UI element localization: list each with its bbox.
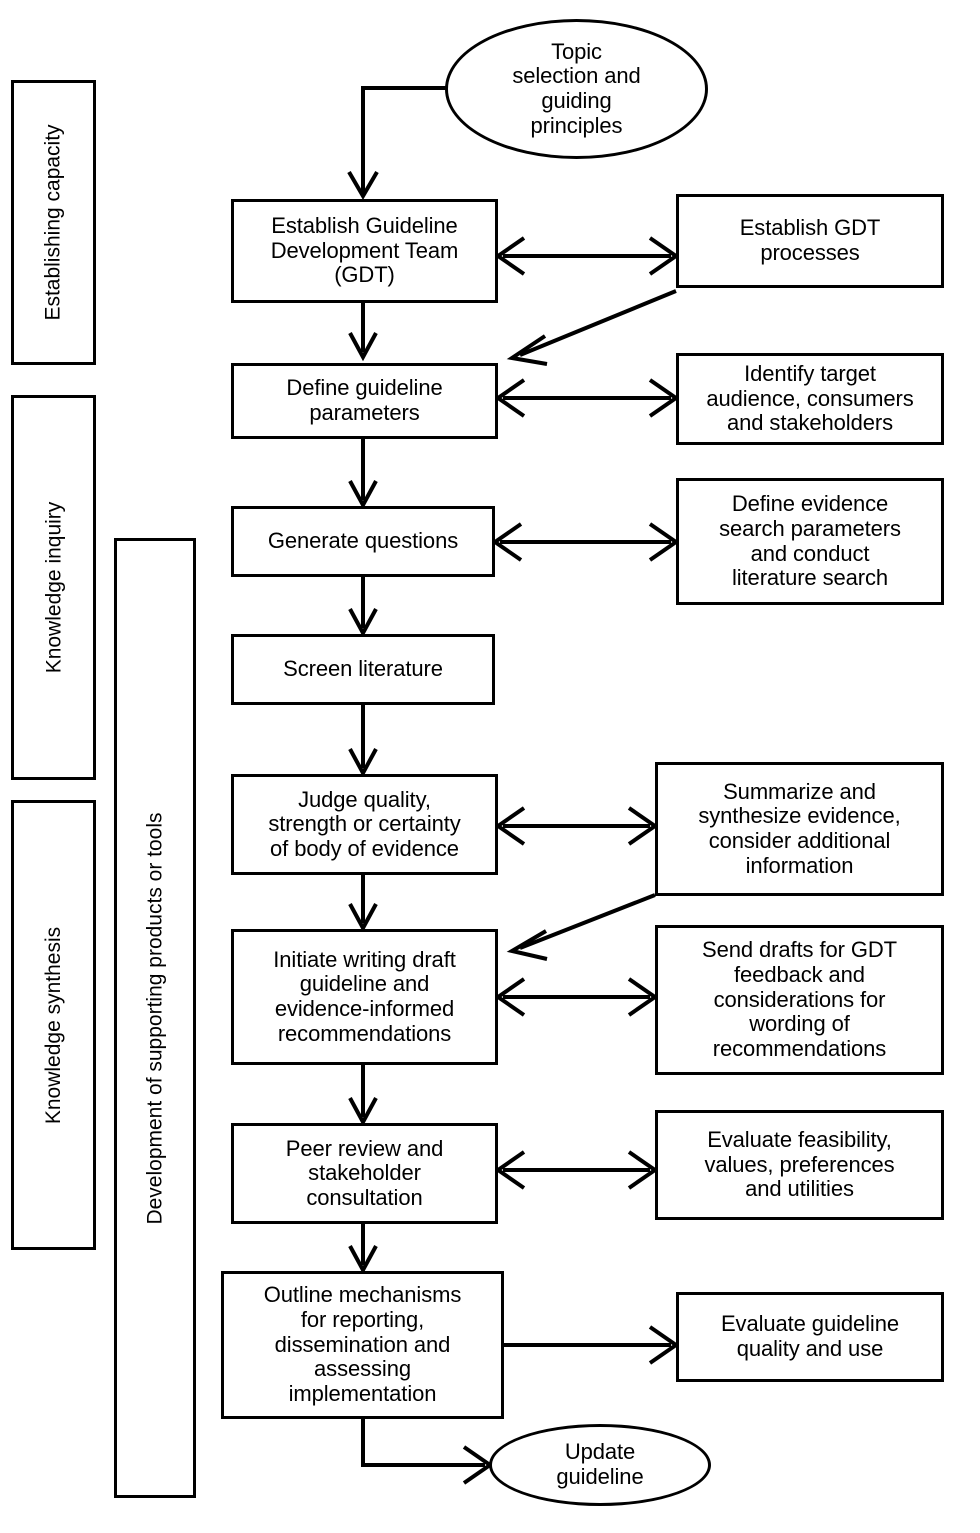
node-judge-quality[interactable]: Judge quality, strength or certainty of …	[231, 774, 498, 875]
node-define-search-label: Define evidence search parameters and co…	[719, 491, 901, 591]
phase-band-establishing-capacity: Establishing capacity	[11, 80, 96, 365]
connector-outline-to-update	[361, 1419, 494, 1485]
phase-band-knowledge-synthesis: Knowledge synthesis	[11, 800, 96, 1250]
node-outline-mechanisms[interactable]: Outline mechanisms for reporting, dissem…	[221, 1271, 504, 1419]
node-define-parameters-label: Define guideline parameters	[286, 375, 443, 425]
connector-judge-to-initiate	[348, 875, 378, 933]
node-evaluate-feasibility-label: Evaluate feasibility, values, preference…	[704, 1127, 895, 1202]
node-define-search[interactable]: Define evidence search parameters and co…	[676, 478, 944, 605]
connector-define-to-generate	[348, 439, 378, 510]
connector-peer-to-feasibility	[494, 1150, 659, 1190]
phase-label-establishing-capacity: Establishing capacity	[42, 124, 66, 321]
node-initiate-writing-label: Initiate writing draft guideline and evi…	[273, 946, 456, 1046]
node-update-guideline[interactable]: Update guideline	[489, 1424, 711, 1506]
connector-generate-to-search	[491, 522, 680, 562]
connector-judge-to-summarize	[494, 806, 659, 846]
node-send-drafts[interactable]: Send drafts for GDT feedback and conside…	[655, 925, 944, 1075]
connector-gdt-to-processes	[494, 236, 680, 276]
connector-initiate-to-peer	[348, 1065, 378, 1127]
node-establish-gdt-label: Establish Guideline Development Team (GD…	[270, 213, 459, 288]
connector-processes-to-define	[506, 289, 677, 366]
connector-summarize-to-initiate	[506, 893, 656, 961]
node-establish-gdt[interactable]: Establish Guideline Development Team (GD…	[231, 199, 498, 303]
connector-screen-to-judge	[348, 705, 378, 778]
connector-peer-to-outline	[348, 1224, 378, 1275]
node-screen-literature[interactable]: Screen literature	[231, 634, 495, 705]
connector-outline-to-evaluate	[503, 1325, 680, 1365]
node-identify-audience-label: Identify target audience, consumers and …	[706, 361, 914, 436]
node-summarize-evidence[interactable]: Summarize and synthesize evidence, consi…	[655, 762, 944, 896]
node-send-drafts-label: Send drafts for GDT feedback and conside…	[702, 937, 897, 1061]
connector-topic-to-establish-gdt	[347, 86, 449, 200]
node-summarize-evidence-label: Summarize and synthesize evidence, consi…	[698, 778, 901, 878]
connector-define-to-audience	[494, 378, 680, 418]
phase-label-supporting-products: Development of supporting products or to…	[143, 811, 167, 1225]
connector-initiate-to-drafts	[494, 977, 659, 1017]
phase-band-knowledge-inquiry: Knowledge inquiry	[11, 395, 96, 780]
node-screen-literature-label: Screen literature	[283, 656, 443, 682]
node-establish-gdt-processes-label: Establish GDT processes	[739, 215, 881, 265]
node-topic-selection-label: Topic selection and guiding principles	[512, 38, 641, 138]
node-peer-review[interactable]: Peer review and stakeholder consultation	[231, 1123, 498, 1224]
node-evaluate-quality-label: Evaluate guideline quality and use	[720, 1311, 899, 1361]
connector-establish-gdt-to-define	[348, 303, 378, 362]
phase-band-supporting-products: Development of supporting products or to…	[114, 538, 196, 1498]
node-evaluate-quality[interactable]: Evaluate guideline quality and use	[676, 1292, 944, 1382]
node-establish-gdt-processes[interactable]: Establish GDT processes	[676, 194, 944, 288]
node-evaluate-feasibility[interactable]: Evaluate feasibility, values, preference…	[655, 1110, 944, 1220]
node-initiate-writing[interactable]: Initiate writing draft guideline and evi…	[231, 929, 498, 1065]
node-generate-questions[interactable]: Generate questions	[231, 506, 495, 577]
connector-generate-to-screen	[348, 577, 378, 638]
node-outline-mechanisms-label: Outline mechanisms for reporting, dissem…	[263, 1282, 462, 1406]
node-topic-selection[interactable]: Topic selection and guiding principles	[445, 19, 708, 159]
node-update-guideline-label: Update guideline	[556, 1439, 644, 1489]
node-generate-questions-label: Generate questions	[267, 528, 459, 554]
node-judge-quality-label: Judge quality, strength or certainty of …	[268, 786, 461, 861]
node-peer-review-label: Peer review and stakeholder consultation	[285, 1135, 444, 1210]
node-identify-audience[interactable]: Identify target audience, consumers and …	[676, 353, 944, 445]
phase-label-knowledge-synthesis: Knowledge synthesis	[42, 926, 66, 1124]
node-define-parameters[interactable]: Define guideline parameters	[231, 363, 498, 439]
phase-label-knowledge-inquiry: Knowledge inquiry	[42, 501, 66, 674]
